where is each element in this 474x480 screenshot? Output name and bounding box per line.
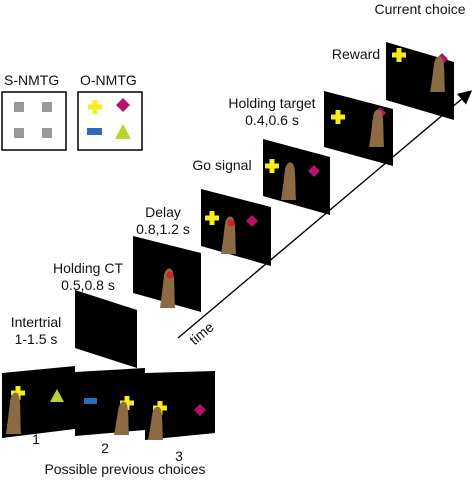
hand-icon xyxy=(160,268,175,308)
triangle-icon xyxy=(50,389,64,402)
holding-target-name: Holding target xyxy=(228,95,316,111)
gray-square xyxy=(42,102,52,112)
holding-target-duration: 0.4,0.6 s xyxy=(245,112,299,128)
hand-icon xyxy=(114,401,129,435)
holding-ct-label: Holding CT 0.5,0.8 s xyxy=(38,260,138,294)
previous-number-2: 2 xyxy=(101,440,109,456)
cross-icon xyxy=(265,159,279,173)
o-nmtg-label: O-NMTG xyxy=(80,72,137,88)
s-nmtg-box xyxy=(1,91,67,151)
delay-label: Delay 0.8,1.2 s xyxy=(125,204,201,238)
s-nmtg-label: S-NMTG xyxy=(4,72,60,88)
cross-icon xyxy=(120,396,134,410)
bar-icon xyxy=(84,398,97,404)
delay-name: Delay xyxy=(145,204,181,220)
dot-icon xyxy=(166,271,174,279)
cross-icon xyxy=(153,401,167,415)
panel-go-signal xyxy=(263,139,330,215)
cross-icon xyxy=(205,211,219,225)
panel-intertrial xyxy=(75,290,137,368)
delay-duration: 0.8,1.2 s xyxy=(136,221,190,237)
intertrial-duration: 1-1.5 s xyxy=(14,331,58,347)
previous-choices-caption: Possible previous choices xyxy=(44,461,206,477)
cross-icon xyxy=(392,48,406,62)
gray-square xyxy=(14,102,24,112)
intertrial-label: Intertrial 1-1.5 s xyxy=(0,314,72,348)
diamond-icon xyxy=(246,215,258,227)
hand-icon xyxy=(369,109,384,147)
cross-icon xyxy=(88,100,102,114)
triangle-icon xyxy=(115,124,131,139)
panel-holding-target xyxy=(324,91,393,166)
holding-ct-duration: 0.5,0.8 s xyxy=(61,277,115,293)
gray-square xyxy=(42,128,52,138)
intertrial-name: Intertrial xyxy=(10,314,62,330)
holding-ct-name: Holding CT xyxy=(52,260,124,276)
holding-target-label: Holding target 0.4,0.6 s xyxy=(218,95,326,129)
hand-icon xyxy=(281,162,296,200)
cross-icon xyxy=(331,110,345,124)
diamond-icon xyxy=(116,98,130,112)
current-choice-label: Current choice xyxy=(374,1,466,17)
go-signal-label: Go signal xyxy=(192,157,252,173)
previous-number-3: 3 xyxy=(175,448,183,464)
time-arrow xyxy=(177,90,473,339)
dot-icon xyxy=(227,219,235,227)
hand-icon xyxy=(6,392,21,434)
cross-icon xyxy=(11,386,25,400)
gray-square xyxy=(14,128,24,138)
hand-icon xyxy=(430,56,445,92)
o-nmtg-box xyxy=(77,91,143,151)
bar-icon xyxy=(87,128,102,135)
panel-delay xyxy=(201,189,271,266)
diamond-icon xyxy=(308,165,320,177)
panel-previous-3 xyxy=(145,371,215,440)
previous-number-1: 1 xyxy=(32,431,40,447)
reward-label: Reward xyxy=(331,46,381,62)
hand-icon xyxy=(148,406,163,440)
diamond-icon xyxy=(194,404,206,416)
